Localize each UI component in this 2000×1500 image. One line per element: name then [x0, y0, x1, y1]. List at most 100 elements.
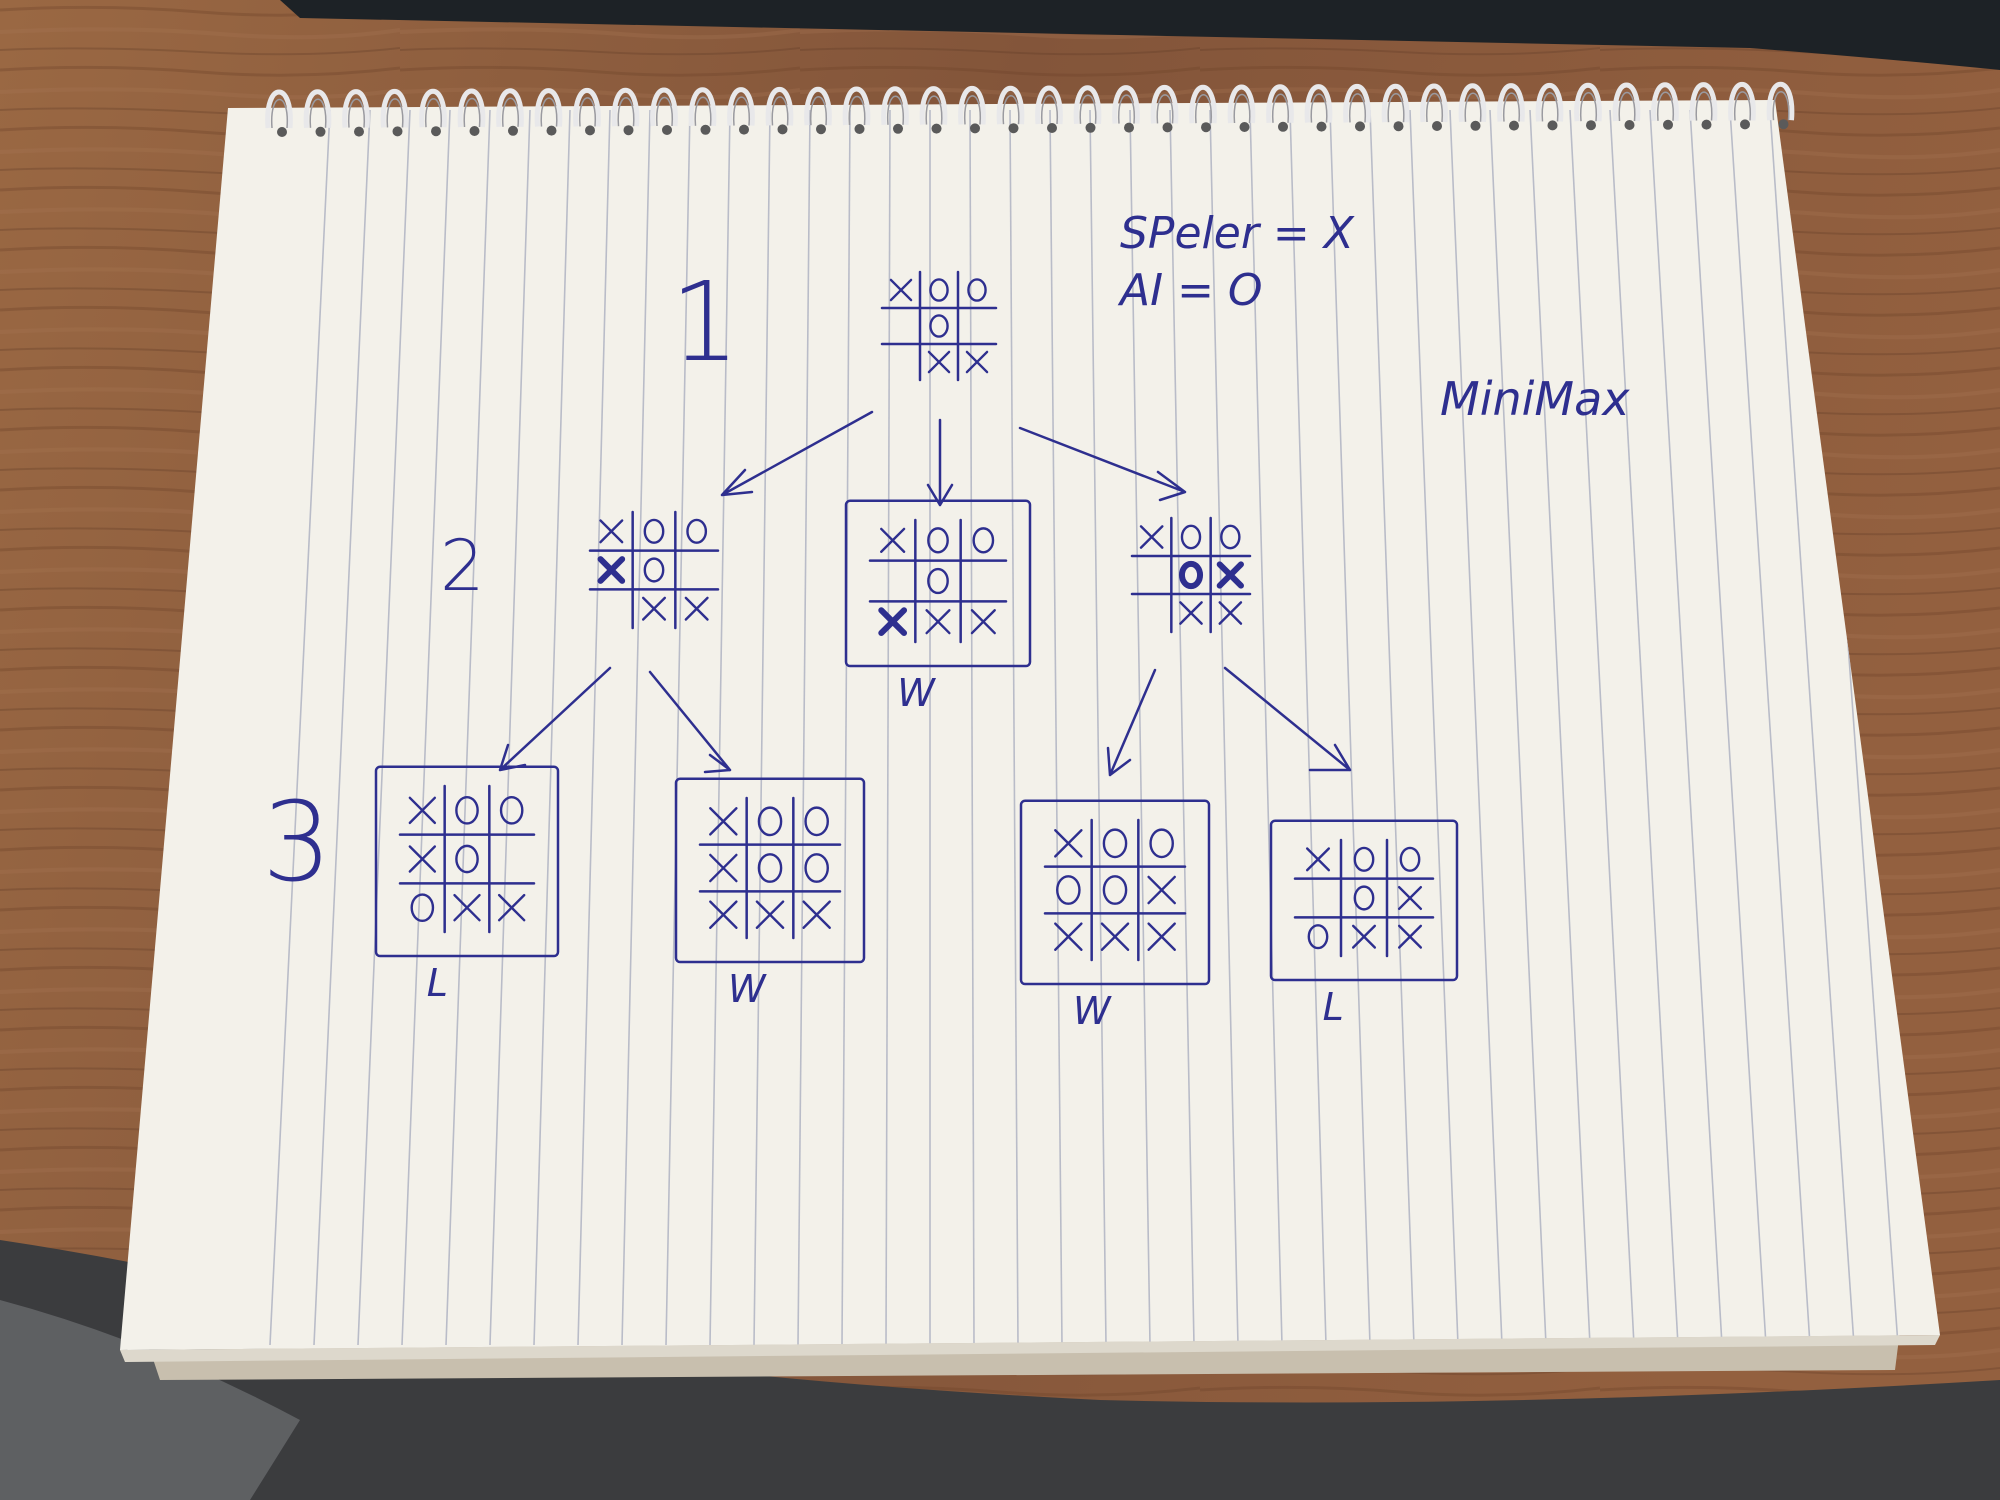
o-mark: [1307, 924, 1329, 950]
x-mark: [878, 607, 908, 637]
board-frame: [674, 777, 866, 964]
x-mark: [925, 609, 951, 635]
x-mark: [1147, 875, 1176, 905]
o-mark: [927, 527, 949, 554]
ai-note: AI = O: [1117, 265, 1263, 316]
player-note: SPeler = X: [1120, 208, 1355, 259]
board-root: [880, 270, 998, 382]
x-mark: [1147, 922, 1176, 951]
o-mark: [1178, 560, 1204, 590]
x-mark: [599, 519, 624, 544]
board-leaf-2: W: [674, 777, 866, 1011]
o-mark: [757, 806, 783, 837]
o-mark: [972, 527, 995, 554]
board-grid: [880, 270, 998, 382]
x-mark: [408, 796, 437, 825]
x-mark: [497, 893, 526, 922]
board-grid: [1043, 818, 1187, 962]
arrow-right-to-leaf3: [1106, 668, 1157, 777]
x-mark: [1100, 922, 1130, 951]
x-mark: [965, 350, 989, 374]
spiral-binding: [265, 81, 1795, 137]
x-mark: [1305, 847, 1331, 872]
board-right: [1130, 516, 1252, 634]
board-result-label: L: [427, 961, 448, 1005]
board-frame: [1019, 799, 1211, 986]
x-mark: [597, 556, 626, 584]
board-grid: [698, 796, 842, 940]
board-grid: [868, 518, 1008, 644]
o-mark: [1353, 846, 1375, 872]
arrow-left-to-leaf2: [648, 670, 732, 774]
o-mark: [1353, 885, 1375, 911]
o-mark: [757, 853, 783, 883]
o-mark: [929, 314, 949, 338]
o-mark: [643, 518, 665, 544]
arrow-right-to-leaf4: [1223, 666, 1352, 772]
x-mark: [684, 596, 709, 621]
o-mark: [1220, 524, 1241, 550]
ruled-lines: [269, 109, 1940, 1346]
level-2-label: 2: [440, 525, 485, 607]
x-mark: [1139, 525, 1164, 549]
board-frame: [844, 499, 1032, 668]
x-mark: [408, 845, 437, 873]
x-mark: [802, 900, 831, 929]
o-mark: [804, 853, 829, 883]
o-mark: [929, 278, 949, 302]
board-leaf-3: W: [1019, 799, 1211, 1033]
board-grid: [1293, 838, 1435, 958]
x-mark: [1397, 924, 1423, 949]
o-mark: [1399, 846, 1421, 872]
x-mark: [1351, 924, 1377, 949]
o-mark: [927, 567, 949, 595]
o-mark: [499, 796, 524, 825]
board-result-label: W: [1073, 989, 1112, 1033]
x-mark: [1216, 561, 1244, 589]
x-mark: [927, 350, 951, 374]
x-mark: [1218, 601, 1243, 625]
board-grid: [588, 510, 720, 630]
board-frame: [1269, 819, 1459, 982]
x-mark: [970, 609, 996, 635]
board-leaf-1: L: [374, 765, 560, 1005]
board-grid: [398, 784, 536, 934]
dark-cloth: [0, 1240, 2000, 1500]
o-mark: [1102, 828, 1128, 859]
x-mark: [1054, 829, 1083, 858]
o-mark: [643, 557, 665, 583]
keyboard: [280, 0, 2000, 70]
x-mark: [453, 893, 481, 922]
board-result-label: L: [1323, 985, 1344, 1029]
arrow-root-to-right: [1018, 426, 1187, 502]
o-mark: [1056, 875, 1081, 905]
board-leaf-4: L: [1269, 819, 1459, 1029]
x-mark: [1054, 922, 1083, 951]
o-mark: [1149, 828, 1174, 859]
board-result-label: W: [897, 671, 936, 715]
o-mark: [1180, 524, 1202, 550]
o-mark: [410, 893, 435, 922]
arrow-root-to-left: [720, 410, 874, 497]
x-mark: [889, 278, 913, 302]
o-mark: [1102, 875, 1128, 905]
board-result-label: W: [728, 967, 767, 1011]
o-mark: [686, 518, 708, 544]
board-grid: [1130, 516, 1252, 634]
x-mark: [1397, 885, 1423, 911]
board-frame: [374, 765, 560, 958]
o-mark: [804, 806, 829, 837]
board-left: [588, 510, 720, 630]
x-mark: [709, 853, 738, 883]
x-mark: [709, 900, 738, 929]
notebook-page: [120, 100, 1940, 1350]
x-mark: [641, 596, 667, 621]
x-mark: [880, 527, 906, 553]
x-mark: [755, 900, 785, 929]
level-1-label: 1: [670, 258, 740, 386]
board-middle: W: [844, 499, 1032, 715]
o-mark: [455, 796, 479, 825]
o-mark: [967, 278, 987, 302]
